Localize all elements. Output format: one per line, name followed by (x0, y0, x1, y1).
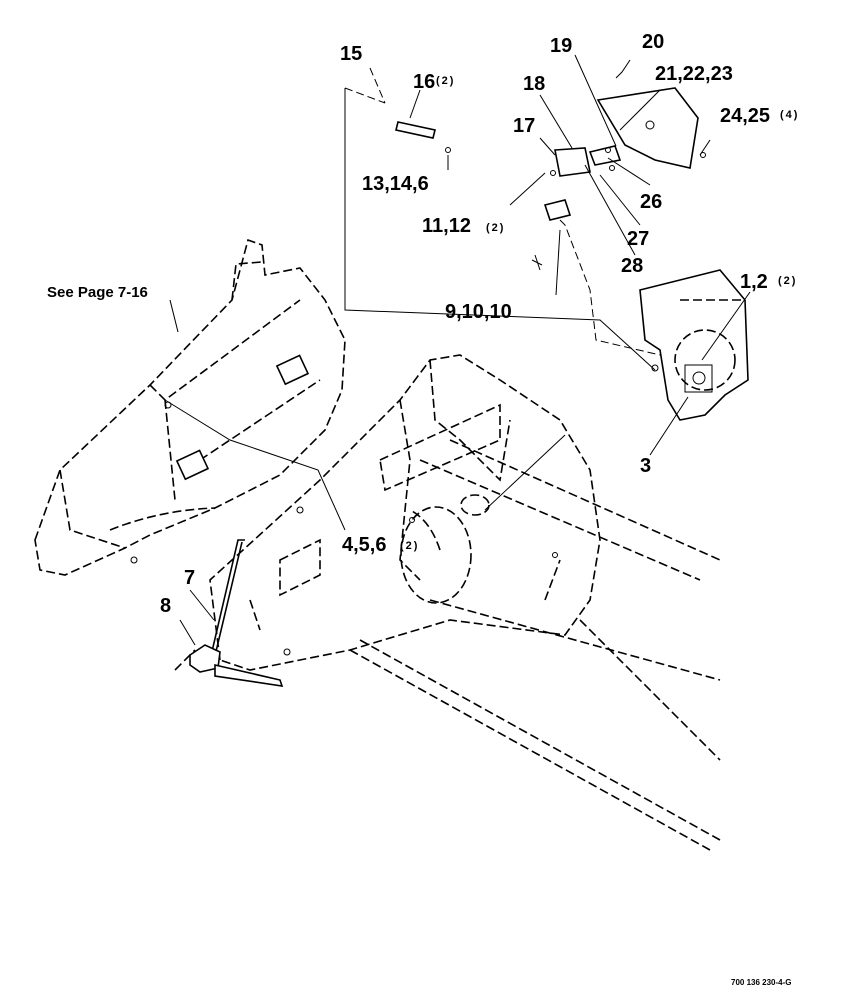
callout-11-12-qty: (2) (486, 222, 505, 234)
header-frame-drawing (209, 354, 721, 851)
callout-7: 7 (184, 567, 195, 589)
figure-id: 700 136 230-4-G (731, 978, 792, 987)
callout-labels: 15 16 (2) 13,14,6 19 20 18 21,22,23 17 2… (47, 31, 799, 987)
callout-1-2-qty: (2) (778, 275, 797, 287)
callout-16: 16 (413, 71, 435, 93)
callout-3: 3 (640, 455, 651, 477)
exploded-parts-drawing (395, 87, 706, 271)
see-page-note: See Page 7-16 (47, 284, 148, 301)
callout-18: 18 (523, 73, 545, 95)
callout-4-5-6-qty: (2) (400, 540, 419, 552)
callout-26: 26 (640, 191, 662, 213)
leader-lines (164, 54, 751, 646)
handle-rod-drawing (174, 539, 284, 687)
callout-4-5-6: 4,5,6 (342, 534, 386, 556)
callout-24-25-qty: (4) (780, 109, 799, 121)
callout-9-10-10: 9,10,10 (445, 301, 512, 323)
callout-21-22-23: 21,22,23 (655, 63, 733, 85)
callout-11-12: 11,12 (422, 215, 471, 237)
callout-19: 19 (550, 35, 572, 57)
callout-27: 27 (627, 228, 649, 250)
callout-13-14-6: 13,14,6 (362, 173, 429, 195)
gearbox-drawing (639, 269, 749, 421)
callout-24-25: 24,25 (720, 105, 770, 127)
callout-17: 17 (513, 115, 535, 137)
callout-28: 28 (621, 255, 643, 277)
callout-8: 8 (160, 595, 171, 617)
callout-1-2: 1,2 (740, 271, 768, 293)
callout-15: 15 (340, 43, 362, 65)
callout-16-qty: (2) (436, 75, 455, 87)
callout-20: 20 (642, 31, 664, 53)
